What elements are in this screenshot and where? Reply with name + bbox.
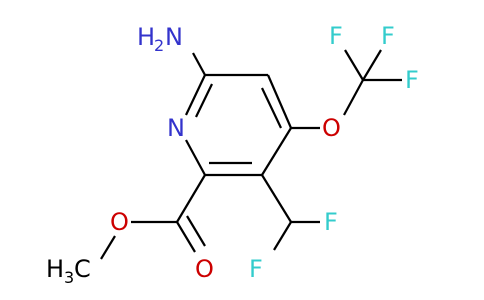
bond-cf3-f1 bbox=[344, 49, 364, 81]
amino-h-label: H bbox=[137, 23, 155, 51]
bond-cf3-f2 bbox=[362, 49, 382, 81]
bond-c6-nh2 bbox=[192, 52, 206, 76]
bond-c2-ccoo bbox=[176, 174, 206, 223]
methyl-h-label: H bbox=[46, 255, 64, 283]
bond-c2-n1 bbox=[185, 139, 206, 176]
ether-o-label: O bbox=[322, 114, 341, 142]
cf3-f3-label: F bbox=[405, 66, 419, 94]
bond-c3-chf2 bbox=[261, 174, 292, 223]
methyl-c-label: C bbox=[74, 255, 91, 283]
amino-sub-label: 2 bbox=[154, 36, 164, 55]
bond-carbonyl-b bbox=[186, 215, 206, 247]
bond-o-cf3 bbox=[343, 79, 364, 116]
carbonyl-o-label: O bbox=[195, 255, 214, 283]
chf2-f2-label: F bbox=[249, 255, 263, 283]
bond-oester-ch3 bbox=[100, 235, 116, 260]
ring-n-label: N bbox=[167, 114, 185, 142]
bond-n1-c6 bbox=[185, 74, 206, 116]
chf2-f1-label: F bbox=[324, 208, 338, 236]
methyl-sub-label: 3 bbox=[64, 268, 74, 287]
bond-c5-c4 bbox=[266, 74, 293, 129]
ester-o-label: O bbox=[110, 208, 129, 236]
bond-chf2-f2 bbox=[273, 221, 292, 251]
amino-n-label: N bbox=[165, 23, 183, 51]
bond-carbonyl-a bbox=[176, 221, 196, 253]
cf3-f2-label: F bbox=[381, 22, 395, 50]
bond-c4-c3 bbox=[261, 127, 292, 176]
bond-n1-c6-inner bbox=[195, 83, 213, 118]
bond-c5-c4-inner bbox=[261, 87, 282, 129]
cf3-f1-label: F bbox=[329, 22, 343, 50]
